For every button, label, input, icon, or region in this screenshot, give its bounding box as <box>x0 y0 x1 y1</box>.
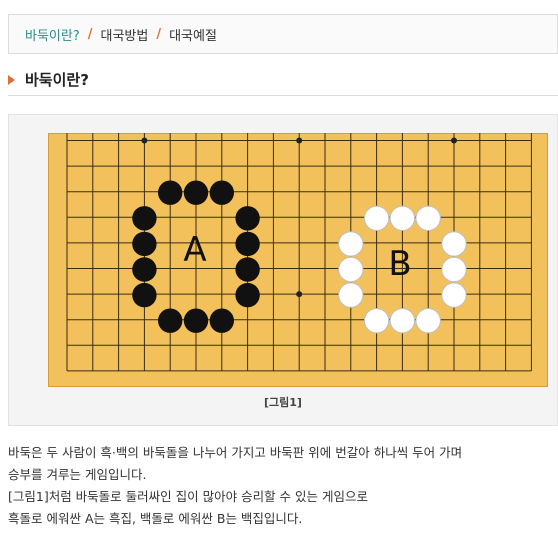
black-stone <box>235 231 260 257</box>
black-stone <box>209 308 234 333</box>
black-stone <box>132 206 157 231</box>
white-stone <box>389 308 416 334</box>
stones <box>132 180 467 334</box>
breadcrumb-item-game-method[interactable]: 대국방법 <box>100 28 149 44</box>
white-stone <box>389 205 416 232</box>
white-stone <box>363 205 390 232</box>
breadcrumb: 바둑이란? / 대국방법 / 대국예절 <box>8 14 558 54</box>
description-line: [그림1]처럼 바둑돌로 둘러싸인 집이 많아야 승리할 수 있는 게임으로 <box>8 489 368 504</box>
section-header: 바둑이란? <box>8 64 558 96</box>
description-line: 승부를 겨루는 게임입니다. <box>8 467 147 482</box>
breadcrumb-separator: / <box>156 26 162 42</box>
figure-panel: A B [그림1] <box>8 114 558 426</box>
white-stone <box>338 282 364 308</box>
triangle-bullet-icon <box>8 74 15 85</box>
figure-caption: [그림1] <box>264 396 302 409</box>
star-point <box>296 137 303 144</box>
black-stone <box>158 308 183 333</box>
white-stone <box>338 256 364 283</box>
black-stone <box>132 282 157 308</box>
white-stone <box>415 205 441 232</box>
star-point <box>141 137 148 144</box>
white-stone <box>415 308 441 334</box>
black-stone <box>183 180 209 205</box>
black-stone <box>183 308 209 333</box>
black-stone <box>235 206 260 231</box>
description-line: 흑돌로 에워싼 A는 흑집, 백돌로 에워싼 B는 백집입니다. <box>8 511 303 526</box>
star-point <box>296 291 303 298</box>
description: 바둑은 두 사람이 흑·백의 바둑돌을 나누어 가지고 바둑판 위에 번갈아 하… <box>8 442 553 530</box>
white-stone <box>363 308 390 334</box>
white-stone <box>338 231 364 257</box>
star-points <box>141 137 457 298</box>
star-point <box>451 137 457 144</box>
baduk-board: A B <box>48 133 548 387</box>
board-background <box>48 133 548 387</box>
white-stone <box>441 231 467 257</box>
description-line: 바둑은 두 사람이 흑·백의 바둑돌을 나누어 가지고 바둑판 위에 번갈아 하… <box>8 445 463 460</box>
white-stone <box>441 256 467 283</box>
black-stone <box>235 282 260 308</box>
black-stone <box>235 257 260 282</box>
black-stone <box>132 257 157 282</box>
territory-label-b: B <box>388 244 411 284</box>
black-stone <box>132 231 157 257</box>
black-stone <box>209 180 234 205</box>
breadcrumb-item-what-is-baduk[interactable]: 바둑이란? <box>25 28 80 44</box>
black-stone <box>158 180 183 205</box>
page-title: 바둑이란? <box>25 71 89 89</box>
territory-label-a: A <box>183 230 206 270</box>
breadcrumb-item-game-etiquette[interactable]: 대국예절 <box>169 28 217 44</box>
breadcrumb-separator: / <box>87 26 93 42</box>
white-stone <box>441 282 467 308</box>
